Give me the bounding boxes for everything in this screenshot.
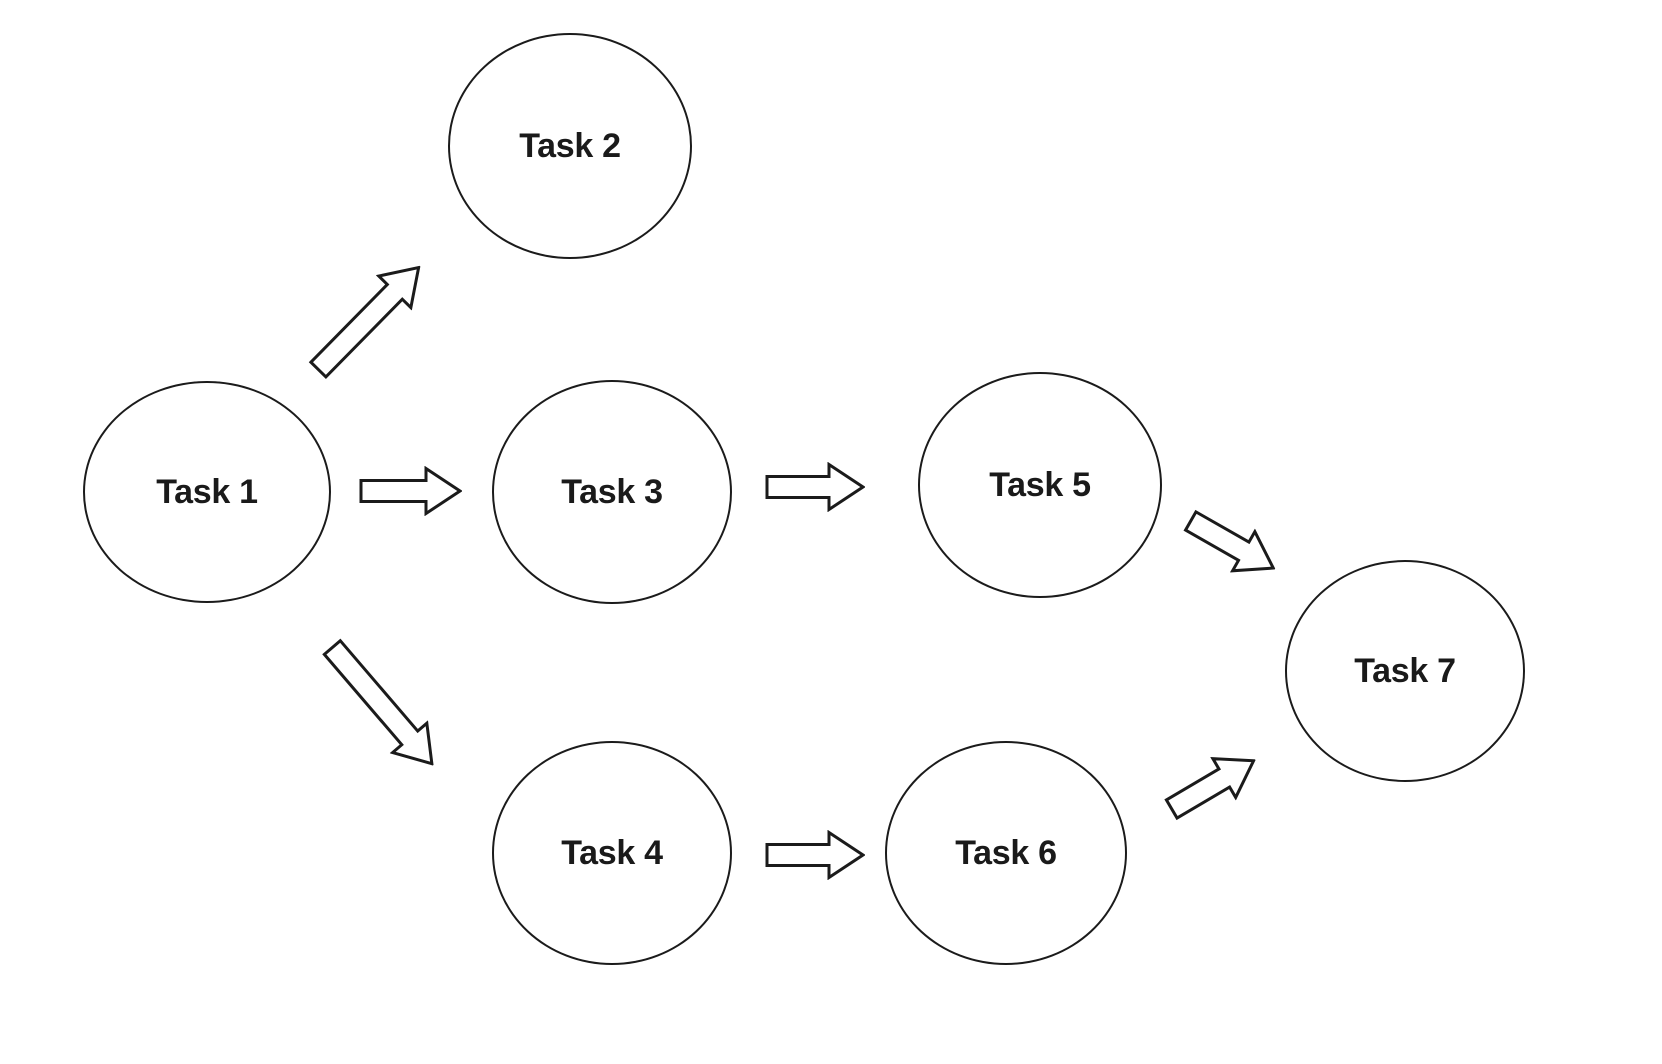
arrow-task1-to-task3 bbox=[359, 466, 462, 516]
node-task-7: Task 7 bbox=[1285, 560, 1525, 782]
node-task-1: Task 1 bbox=[83, 381, 331, 603]
node-task-6: Task 6 bbox=[885, 741, 1127, 965]
node-task-6-label: Task 6 bbox=[955, 833, 1057, 872]
node-task-1-label: Task 1 bbox=[156, 472, 258, 511]
node-task-2-label: Task 2 bbox=[519, 126, 621, 165]
arrow-task1-to-task4 bbox=[322, 638, 434, 766]
node-task-2: Task 2 bbox=[448, 33, 692, 259]
node-task-3: Task 3 bbox=[492, 380, 732, 604]
arrow-task4-to-task6 bbox=[765, 830, 865, 880]
arrow-task6-to-task7 bbox=[1164, 756, 1256, 821]
arrow-task3-to-task5 bbox=[765, 462, 865, 512]
node-task-5-label: Task 5 bbox=[989, 465, 1091, 504]
node-task-4: Task 4 bbox=[492, 741, 732, 965]
node-task-5: Task 5 bbox=[918, 372, 1162, 598]
arrow-task5-to-task7 bbox=[1183, 509, 1276, 573]
node-task-7-label: Task 7 bbox=[1354, 651, 1456, 690]
node-task-3-label: Task 3 bbox=[561, 472, 663, 511]
arrow-task1-to-task2 bbox=[308, 265, 421, 380]
node-task-4-label: Task 4 bbox=[561, 833, 663, 872]
